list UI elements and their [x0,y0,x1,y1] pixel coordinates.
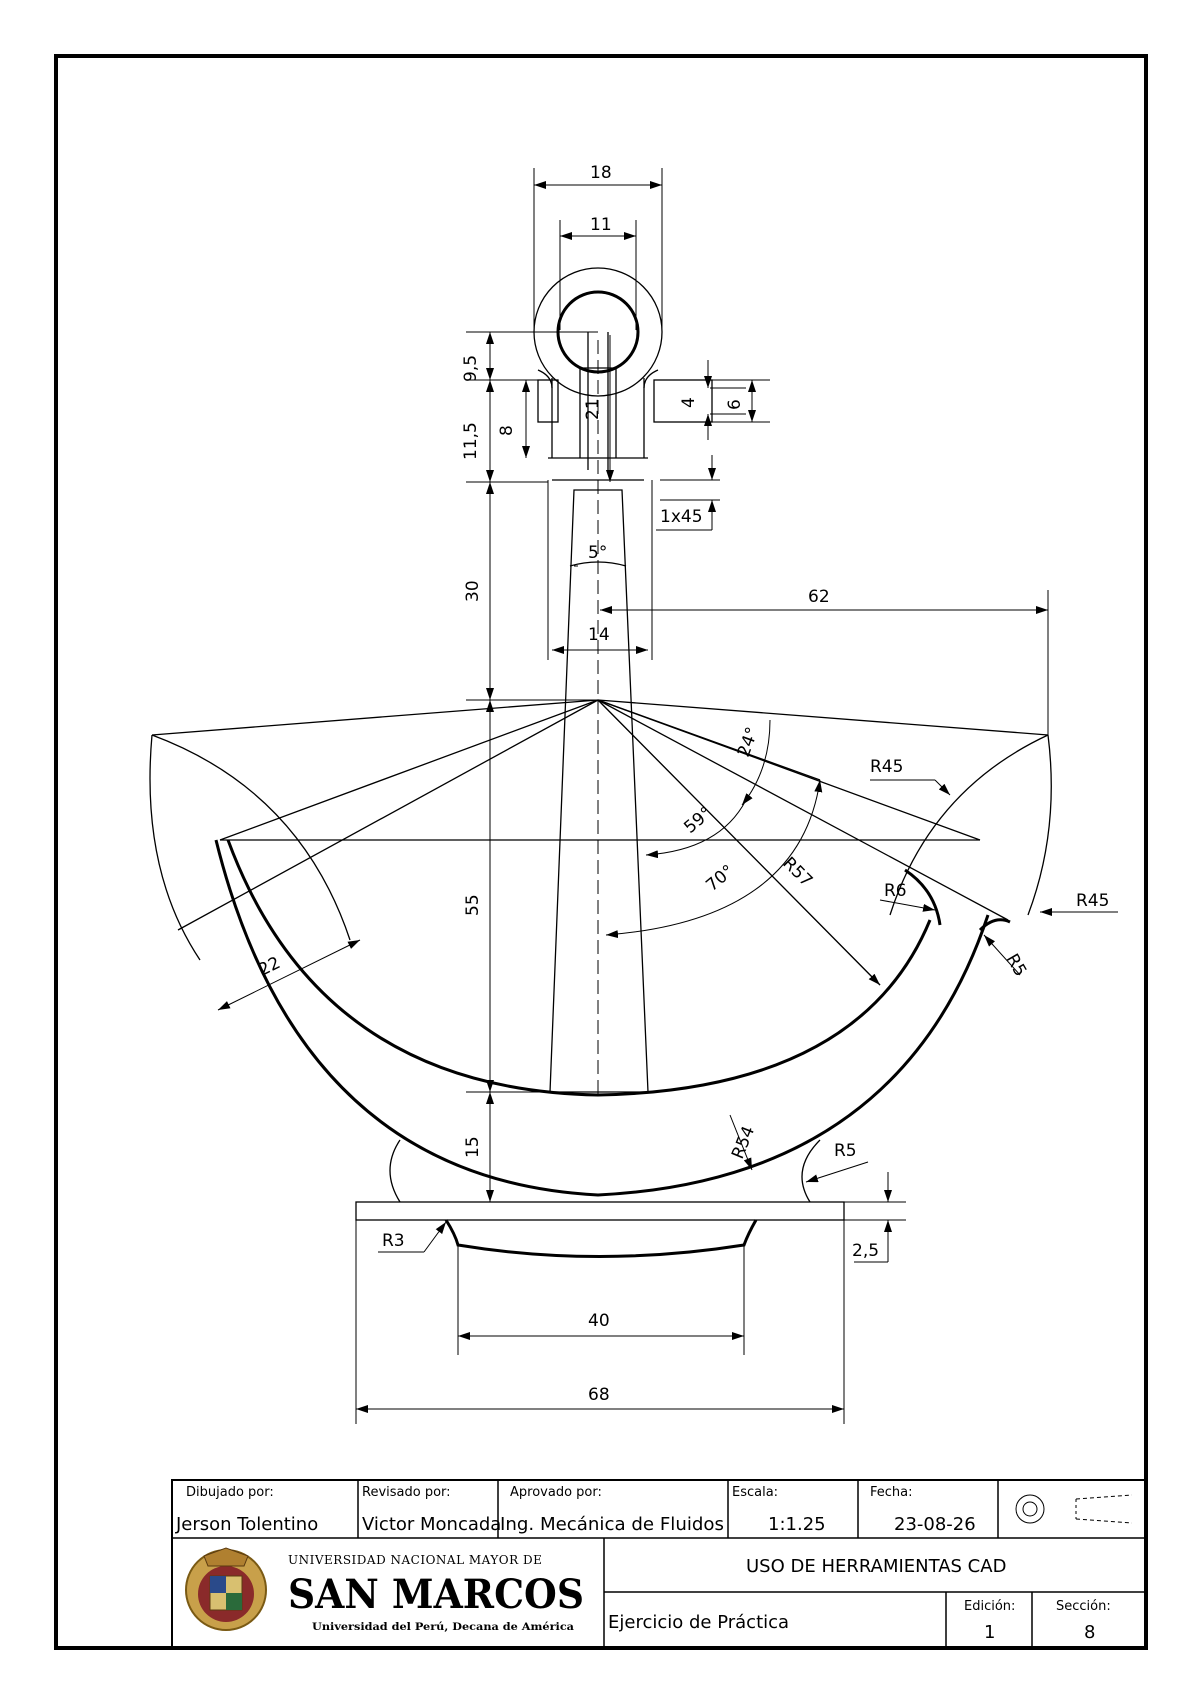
dim-11: 11 [590,215,612,235]
dim-11-5: 11,5 [461,422,481,460]
scale-value: 1:1.25 [768,1514,826,1535]
dimension-texts: 18 11 9,5 11,5 8 21 4 6 1x45 5° 30 62 14… [255,163,1109,1405]
dim-9-5: 9,5 [461,355,481,382]
dim-55: 55 [463,894,483,916]
dim-5-deg: 5° [588,543,607,563]
dim-r5-base: R5 [834,1141,857,1161]
approved-by-value: Ing. Mecánica de Fluidos [500,1514,724,1535]
drawn-by-value: Jerson Tolentino [175,1514,318,1535]
dim-r54: R54 [728,1123,759,1162]
dimension-lines [217,168,1118,1424]
exercise-title: Ejercicio de Práctica [608,1612,789,1633]
date-label: Fecha: [870,1485,913,1500]
dim-24-deg: 24° [734,725,763,760]
dim-70-deg: 70° [702,861,738,896]
reviewed-by-value: Victor Moncada [362,1514,501,1535]
dim-2-5: 2,5 [852,1241,879,1261]
title-block: Dibujado por: Jerson Tolentino Revisado … [171,1479,1147,1649]
dim-r5-right: R5 [1002,951,1031,981]
dim-r3: R3 [382,1231,405,1251]
dim-22: 22 [255,953,283,980]
edition-value: 1 [984,1622,995,1643]
dim-r45-right: R45 [1076,891,1109,911]
dim-30: 30 [463,580,483,602]
dim-14: 14 [588,625,610,645]
dim-r45-upper: R45 [870,757,903,777]
section-label: Sección: [1056,1599,1111,1614]
fan-lines [151,699,1049,986]
course-title: USO DE HERRAMIENTAS CAD [746,1556,1006,1577]
university-seal-icon [185,1547,267,1631]
outer-arc [214,839,990,1197]
dim-r57: R57 [778,853,816,891]
dim-21: 21 [583,398,603,420]
dim-1x45: 1x45 [660,507,703,527]
scale-label: Escala: [732,1485,778,1500]
dim-40: 40 [588,1311,610,1331]
projection-symbol-icon [1015,1494,1133,1524]
dim-68: 68 [588,1385,610,1405]
section-value: 8 [1084,1622,1095,1643]
inner-arc [226,839,932,1097]
date-value: 23-08-26 [894,1514,976,1535]
drawn-by-label: Dibujado por: [186,1485,274,1500]
edition-label: Edición: [964,1599,1015,1614]
dim-62: 62 [808,587,830,607]
dim-6: 6 [725,399,745,410]
university-line2: SAN MARCOS [288,1571,584,1618]
dim-15: 15 [463,1136,483,1158]
approved-by-label: Aprovado por: [510,1485,602,1500]
dim-8: 8 [497,425,517,436]
dim-r6: R6 [884,881,907,901]
university-line3: Universidad del Perú, Decana de América [312,1622,575,1633]
reviewed-by-label: Revisado por: [362,1485,451,1500]
dim-4: 4 [679,397,699,408]
university-line1: UNIVERSIDAD NACIONAL MAYOR DE [288,1553,542,1567]
dim-18: 18 [590,163,612,183]
dim-59-deg: 59° [680,803,716,838]
base-plate [355,1201,845,1221]
